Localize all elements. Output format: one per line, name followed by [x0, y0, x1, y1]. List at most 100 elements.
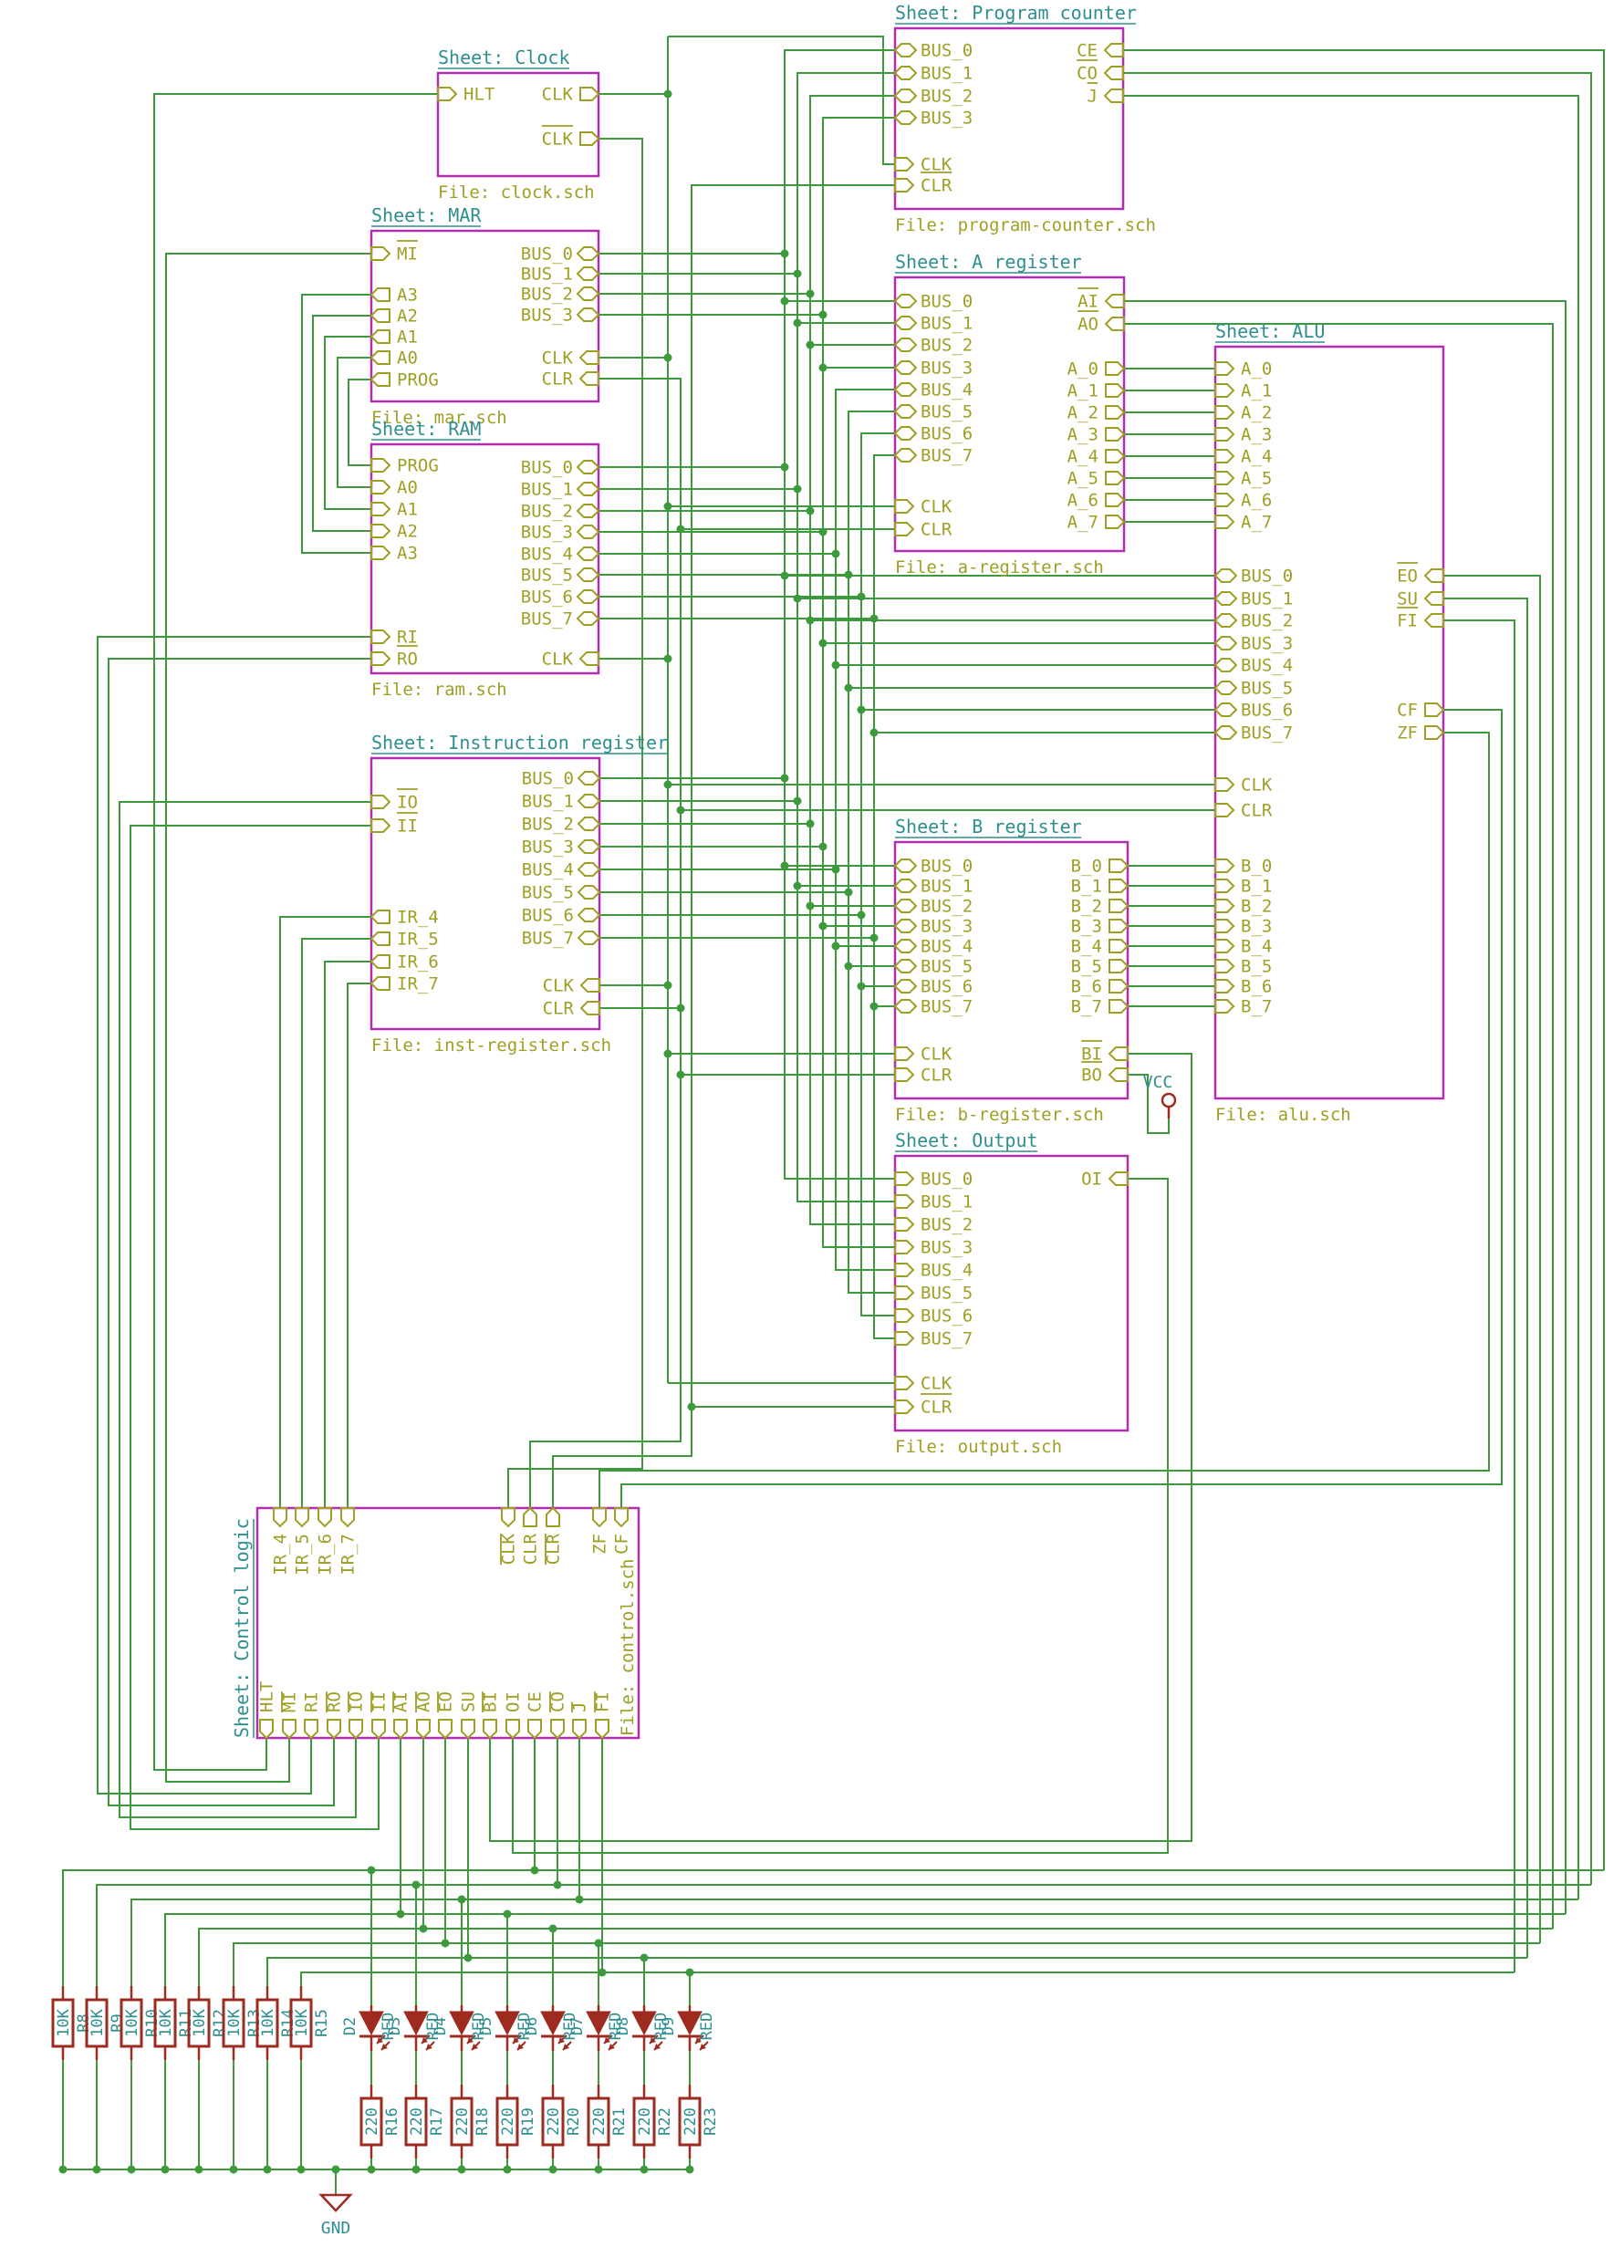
resistor-ref: R22 — [656, 2107, 674, 2136]
pin-label: B_1 — [1241, 877, 1272, 897]
pin-label: BI — [481, 1691, 501, 1712]
resistor-ref: R23 — [702, 2107, 720, 2136]
pin-glyph-breg-BUS_6 — [893, 979, 918, 994]
led-D9[interactable] — [677, 2011, 703, 2036]
led-D5[interactable] — [494, 2011, 520, 2036]
pin-label: A_3 — [1067, 425, 1098, 445]
pin-label: B_4 — [1071, 937, 1102, 957]
pin-glyph-mar-PROG — [370, 372, 390, 387]
pin-glyph-alu-B_7 — [1214, 999, 1235, 1014]
pin-label: BUS_7 — [522, 929, 574, 949]
wire — [1443, 575, 1541, 1943]
wire — [1123, 49, 1605, 1870]
resistor-R8[interactable] — [51, 1998, 75, 2048]
pin-label: A_4 — [1067, 447, 1098, 467]
resistor-R9[interactable] — [85, 1998, 109, 2048]
pin-glyph-ir-BUS_5 — [577, 885, 601, 900]
pin-glyph-alu-BUS_2 — [1213, 613, 1238, 628]
pin-label: CLR — [544, 1533, 564, 1565]
wire — [97, 636, 371, 1795]
pin-label: BUS_0 — [921, 41, 973, 61]
sheet-box-alu[interactable] — [1213, 345, 1445, 1100]
resistor-R14[interactable] — [255, 1998, 279, 2048]
resistor-R21[interactable] — [587, 2096, 610, 2147]
junction-dot — [598, 1968, 607, 1977]
pin-glyph-ram-BUS_5 — [576, 567, 600, 582]
resistor-R13[interactable] — [222, 1998, 245, 2048]
resistor-R12[interactable] — [187, 1998, 211, 2048]
led-ref: D6 — [523, 2017, 541, 2035]
pin-label: CLK — [499, 1533, 519, 1565]
resistor-R18[interactable] — [450, 2096, 474, 2147]
pin-glyph-alu-BUS_6 — [1213, 702, 1238, 717]
pin-glyph-alu-CLR — [1214, 803, 1235, 817]
sheet-file-control: File: control.sch — [618, 1559, 638, 1736]
resistor-R23[interactable] — [678, 2096, 702, 2147]
pin-glyph-areg-BUS_1 — [893, 316, 918, 330]
pin-glyph-ram-BUS_2 — [576, 504, 600, 518]
pin-label: IR_6 — [397, 952, 439, 973]
sheet-title-alu: Sheet: ALU — [1215, 320, 1325, 342]
pin-glyph-control-J — [572, 1719, 587, 1740]
pin-label: AO — [414, 1691, 434, 1712]
resistor-R19[interactable] — [495, 2096, 519, 2147]
pin-label: CF — [612, 1534, 632, 1555]
pin-label: BUS_2 — [1241, 611, 1293, 631]
sheet-file-areg: File: a-register.sch — [895, 557, 1104, 577]
wire — [873, 454, 895, 1339]
resistor-R17[interactable] — [404, 2096, 428, 2147]
resistor-R22[interactable] — [632, 2096, 656, 2147]
led-D7[interactable] — [586, 2011, 611, 2036]
pin-label: OI — [1081, 1170, 1102, 1190]
junction-dot — [92, 2165, 101, 2174]
led-value: RED — [652, 2013, 671, 2041]
pin-glyph-ram-BUS_6 — [576, 589, 600, 604]
pin-glyph-areg-A_3 — [1105, 427, 1126, 442]
sheet-box-ir[interactable] — [370, 756, 601, 1031]
pin-glyph-ir-BUS_4 — [577, 862, 601, 877]
sheet-box-breg[interactable] — [893, 840, 1130, 1100]
resistor-value: 10K — [259, 2008, 277, 2036]
led-D8[interactable] — [631, 2011, 657, 2036]
pin-glyph-breg-B_4 — [1109, 939, 1130, 953]
pin-label: BUS_0 — [521, 244, 573, 265]
pin-label: A_7 — [1241, 513, 1272, 533]
led-D2[interactable] — [359, 2011, 384, 2036]
junction-dot — [127, 2165, 136, 2174]
pin-glyph-alu-BUS_4 — [1213, 658, 1238, 672]
pin-label: BUS_7 — [921, 446, 973, 466]
resistor-R15[interactable] — [289, 1998, 313, 2048]
pin-label: B_1 — [1071, 877, 1102, 897]
led-D6[interactable] — [540, 2011, 566, 2036]
wire — [198, 1928, 1553, 1986]
led-D4[interactable] — [449, 2011, 474, 2036]
junction-dot — [687, 1402, 696, 1411]
wire — [1443, 619, 1515, 1972]
pin-glyph-alu-BUS_7 — [1213, 725, 1238, 740]
pin-label: BUS_1 — [522, 792, 574, 812]
sheet-title-ram: Sheet: RAM — [371, 418, 481, 440]
sheet-box-control[interactable] — [255, 1506, 640, 1740]
pin-glyph-breg-B_0 — [1109, 858, 1130, 873]
sheet-box-areg[interactable] — [893, 276, 1126, 553]
sheet-box-clock[interactable] — [436, 71, 600, 178]
pin-label: B_2 — [1241, 897, 1272, 917]
led-D3[interactable] — [403, 2011, 429, 2036]
resistor-R16[interactable] — [359, 2096, 383, 2147]
resistor-ref: R8 — [75, 2013, 93, 2032]
pin-glyph-alu-BUS_1 — [1213, 591, 1238, 606]
resistor-R11[interactable] — [153, 1998, 177, 2048]
resistor-R20[interactable] — [541, 2096, 565, 2147]
resistor-R10[interactable] — [120, 1998, 143, 2048]
pin-glyph-alu-B_6 — [1214, 979, 1235, 994]
